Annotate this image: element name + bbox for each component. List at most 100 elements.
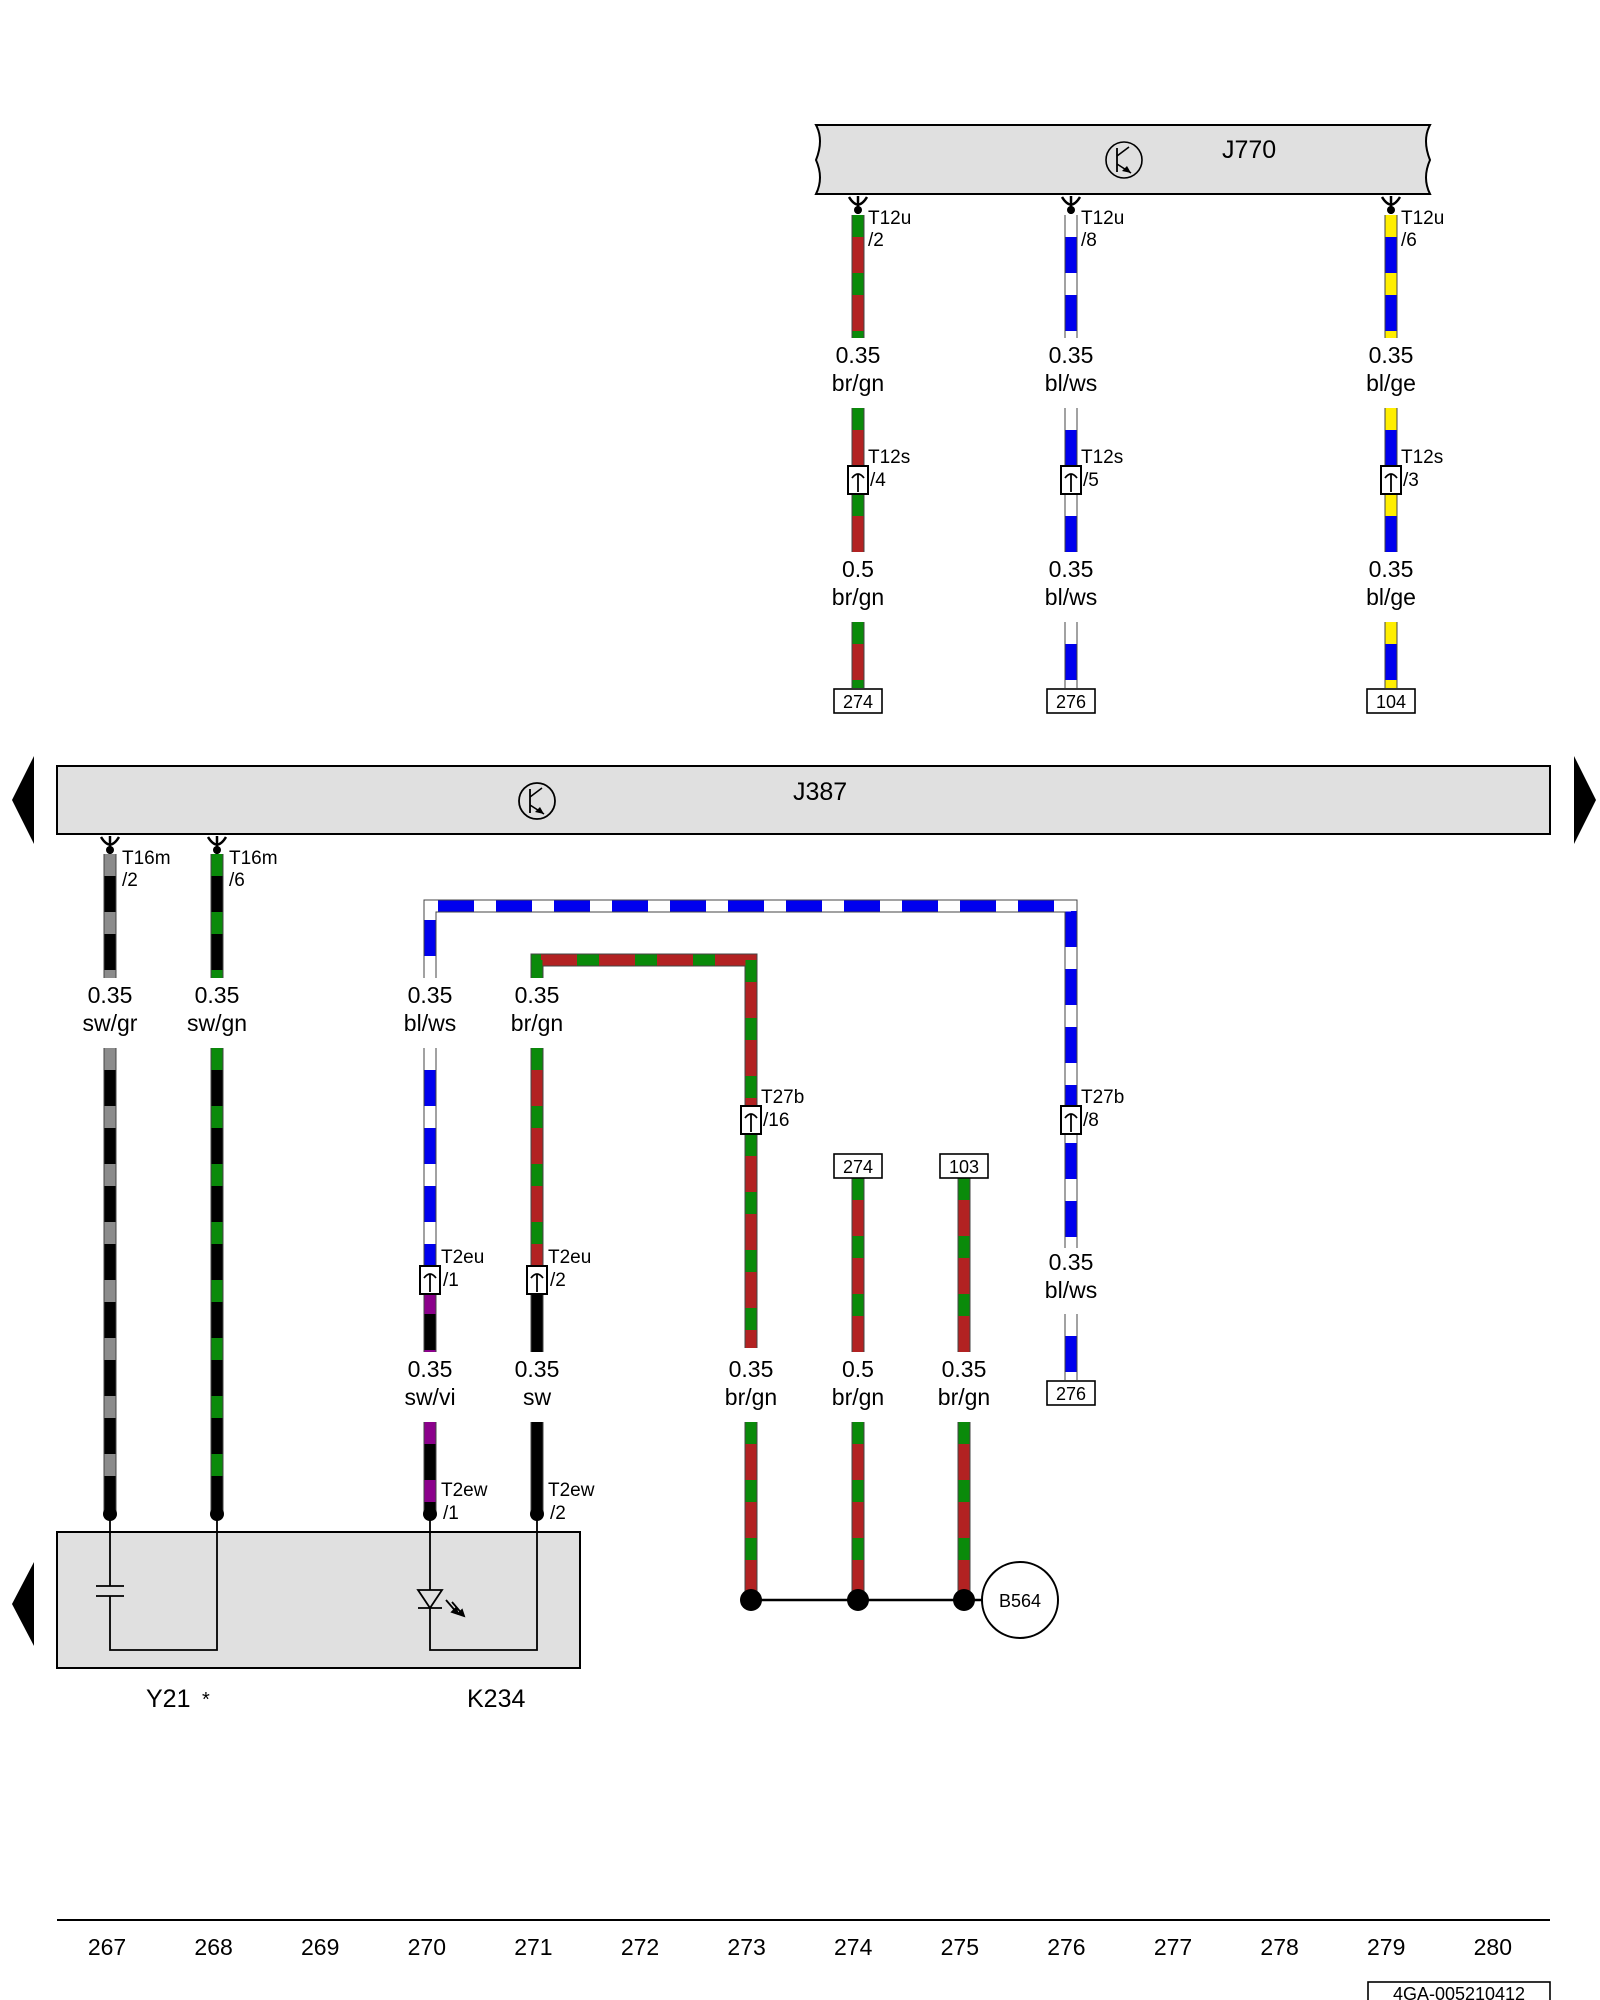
reference-boxes: 274 276 104 274 103 276 bbox=[833, 688, 1416, 1406]
ref-box-103: 103 bbox=[939, 1153, 989, 1179]
connector-pin: /3 bbox=[1403, 470, 1419, 491]
column-number: 268 bbox=[194, 1934, 232, 1960]
connector-symbols: B564 bbox=[99, 196, 1402, 1639]
transistor-icon bbox=[1105, 141, 1143, 179]
connector-labels: T12u /2 T12u /8 T12u /6 T12s /4 T12s /5 … bbox=[122, 208, 1444, 1524]
j387-label: J387 bbox=[793, 778, 847, 806]
svg-text:0.35: 0.35 bbox=[195, 982, 240, 1008]
document-id-box: 4GA-005210412 bbox=[1367, 1981, 1551, 2000]
ref-box-104: 104 bbox=[1366, 688, 1416, 714]
svg-text:0.35: 0.35 bbox=[408, 1356, 453, 1382]
svg-text:sw/gr: sw/gr bbox=[83, 1010, 138, 1036]
connector-name: T27b bbox=[761, 1087, 804, 1108]
connector-name: T16m bbox=[229, 848, 278, 869]
connector-name: T12u bbox=[1401, 208, 1444, 229]
column-number: 267 bbox=[88, 1934, 126, 1960]
wire-label-w4: 0.5 br/gn bbox=[832, 556, 884, 610]
capacitor-symbol-y21 bbox=[96, 1514, 218, 1651]
svg-text:274: 274 bbox=[843, 1157, 873, 1177]
transistor-icon bbox=[518, 782, 556, 820]
y21-label: Y21 bbox=[146, 1685, 190, 1713]
wire-label-w7: 0.35 sw/gr bbox=[83, 982, 138, 1036]
svg-text:sw: sw bbox=[523, 1384, 552, 1410]
ref-box-274-mid: 274 bbox=[833, 1153, 883, 1179]
ref-box-274-top: 274 bbox=[833, 688, 883, 714]
svg-text:276: 276 bbox=[1056, 1384, 1086, 1404]
svg-text:0.35: 0.35 bbox=[1049, 1249, 1094, 1275]
wires bbox=[103, 215, 1398, 1598]
connector-pin: /2 bbox=[550, 1503, 566, 1524]
svg-text:0.35: 0.35 bbox=[836, 342, 881, 368]
j770-label: J770 bbox=[1222, 136, 1276, 164]
terminal-dot-t2ew-2 bbox=[530, 1507, 544, 1521]
connector-pin: /1 bbox=[443, 1503, 459, 1524]
connector-pin: /2 bbox=[550, 1270, 566, 1291]
component-panel-y21-k234 bbox=[12, 1514, 581, 1669]
connector-pin: /4 bbox=[870, 470, 886, 491]
connector-name: T2ew bbox=[548, 1480, 595, 1501]
svg-text:sw/vi: sw/vi bbox=[404, 1384, 455, 1410]
svg-text:bl/ws: bl/ws bbox=[1045, 584, 1097, 610]
b564-circle bbox=[981, 1561, 1059, 1639]
svg-text:0.35: 0.35 bbox=[515, 982, 560, 1008]
svg-text:0.35: 0.35 bbox=[1369, 342, 1414, 368]
connector-pin: /6 bbox=[229, 870, 245, 891]
column-number: 279 bbox=[1367, 1934, 1405, 1960]
connector-pin: /5 bbox=[1083, 470, 1099, 491]
svg-text:276: 276 bbox=[1056, 692, 1086, 712]
svg-text:br/gn: br/gn bbox=[938, 1384, 990, 1410]
connector-name: T12u bbox=[1081, 208, 1124, 229]
column-number: 274 bbox=[834, 1934, 873, 1960]
column-number: 271 bbox=[514, 1934, 552, 1960]
column-number: 277 bbox=[1154, 1934, 1192, 1960]
column-number: 276 bbox=[1047, 1934, 1085, 1960]
document-id: 4GA-005210412 bbox=[1393, 1984, 1525, 2000]
connector-name: T12s bbox=[1081, 447, 1123, 468]
svg-text:bl/ws: bl/ws bbox=[1045, 370, 1097, 396]
wire-label-w11: 0.35 bl/ws bbox=[1045, 1249, 1097, 1303]
b564-label: B564 bbox=[999, 1591, 1041, 1611]
continuation-left-arrow bbox=[12, 756, 34, 844]
svg-text:br/gn: br/gn bbox=[832, 1384, 884, 1410]
wire-br-gn-loop bbox=[531, 954, 757, 1348]
wire-label-w13: 0.35 sw bbox=[515, 1356, 560, 1410]
connector-name: T16m bbox=[122, 848, 171, 869]
fork-connector-t16m-6 bbox=[206, 836, 228, 854]
svg-text:274: 274 bbox=[843, 692, 873, 712]
continuation-right-arrow bbox=[1574, 756, 1596, 844]
svg-text:0.35: 0.35 bbox=[515, 1356, 560, 1382]
svg-text:0.35: 0.35 bbox=[1369, 556, 1414, 582]
svg-text:0.35: 0.35 bbox=[942, 1356, 987, 1382]
column-number: 280 bbox=[1474, 1934, 1512, 1960]
terminal-dot bbox=[103, 1507, 117, 1521]
svg-text:br/gn: br/gn bbox=[511, 1010, 563, 1036]
wire-label-w5: 0.35 bl/ws bbox=[1045, 556, 1097, 610]
connector-pin: /2 bbox=[868, 230, 884, 251]
wire-label-w9: 0.35 bl/ws bbox=[404, 982, 456, 1036]
fork-connector-t12u-6 bbox=[1380, 196, 1402, 214]
wire-label-w12: 0.35 sw/vi bbox=[404, 1356, 455, 1410]
wire-labels: 0.35 br/gn 0.35 bl/ws 0.35 bl/ge 0.5 br/… bbox=[83, 342, 1416, 1410]
connector-name: T27b bbox=[1081, 1087, 1124, 1108]
column-number: 272 bbox=[621, 1934, 659, 1960]
svg-text:0.5: 0.5 bbox=[842, 1356, 874, 1382]
splice-dot bbox=[847, 1589, 869, 1611]
wire-label-w2: 0.35 bl/ws bbox=[1045, 342, 1097, 396]
connector-name: T12s bbox=[868, 447, 910, 468]
wire-label-w10: 0.35 br/gn bbox=[511, 982, 563, 1036]
svg-text:0.35: 0.35 bbox=[1049, 342, 1094, 368]
plug-connector-t27b-16 bbox=[740, 1105, 762, 1135]
y21-footnote-marker: * bbox=[202, 1689, 210, 1711]
svg-text:103: 103 bbox=[949, 1157, 979, 1177]
svg-text:br/gn: br/gn bbox=[832, 584, 884, 610]
control-unit-j770: J770 bbox=[814, 124, 1432, 195]
svg-text:bl/ge: bl/ge bbox=[1366, 370, 1416, 396]
svg-text:104: 104 bbox=[1376, 692, 1406, 712]
connector-name: T2eu bbox=[548, 1247, 591, 1268]
plug-connector-t2eu-2 bbox=[526, 1265, 548, 1295]
svg-text:0.35: 0.35 bbox=[88, 982, 133, 1008]
column-number: 273 bbox=[727, 1934, 765, 1960]
svg-text:0.35: 0.35 bbox=[1049, 556, 1094, 582]
plug-connector-t12s-5 bbox=[1060, 465, 1082, 495]
connector-pin: /16 bbox=[763, 1110, 789, 1131]
